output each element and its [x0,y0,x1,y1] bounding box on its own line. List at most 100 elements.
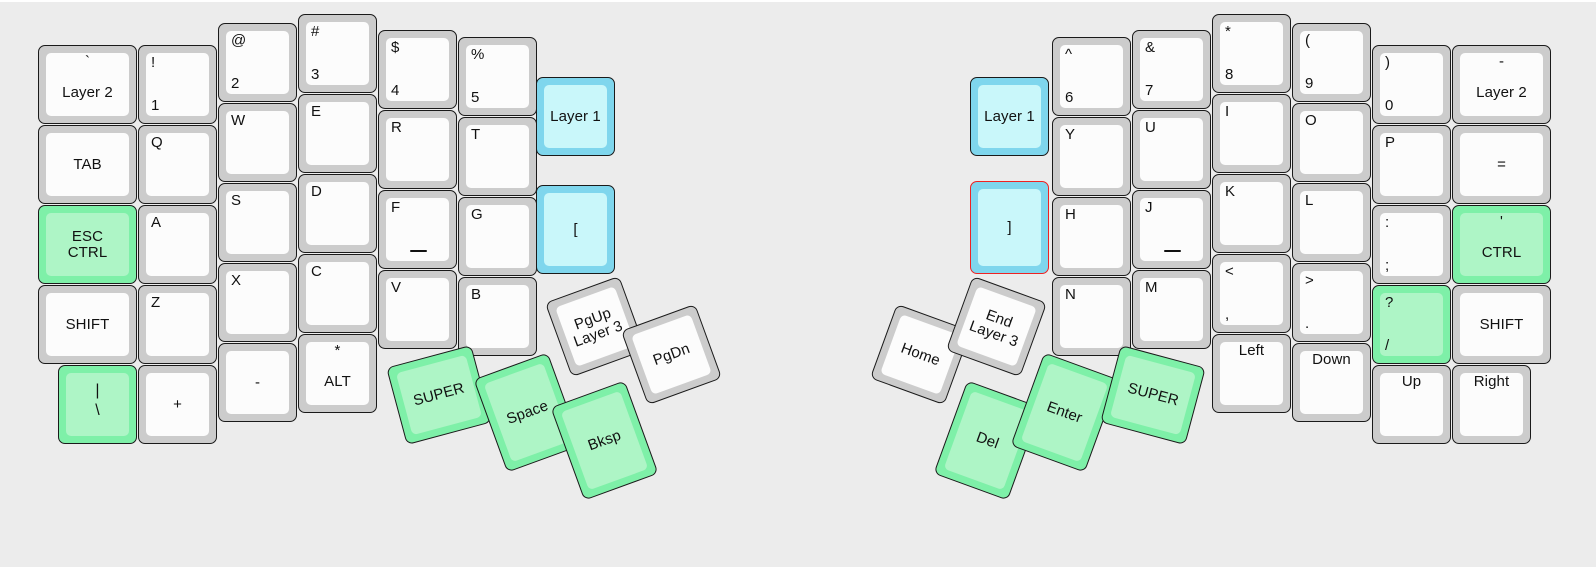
key-n[interactable]: N [1052,277,1131,356]
key-left-bracket[interactable]: [ [536,185,615,274]
key-v[interactable]: V [378,270,457,349]
key-s[interactable]: S [218,183,297,262]
key-0[interactable]: ) 0 [1372,45,1451,124]
key-arrow-right[interactable]: Right [1452,365,1531,444]
key-super-left[interactable]: SUPER [386,344,492,446]
legend-y: Y [1065,126,1076,143]
legend-asterisk: * [1225,23,1231,40]
key-i[interactable]: I [1212,94,1291,173]
keycap: @ 2 [226,31,289,94]
key-layer1-right[interactable]: Layer 1 [970,77,1049,156]
legend-k: K [1225,183,1236,200]
key-5[interactable]: % 5 [458,37,537,116]
key-2[interactable]: @ 2 [218,23,297,102]
legend-s: S [231,192,242,209]
key-x[interactable]: X [218,263,297,342]
legend-shift: SHIFT [65,315,110,333]
key-3[interactable]: # 3 [298,14,377,93]
key-arrow-down[interactable]: Down [1292,343,1371,422]
key-t[interactable]: T [458,117,537,196]
key-y[interactable]: Y [1052,117,1131,196]
legend-comma: , [1225,306,1230,324]
keycap: K [1220,182,1283,245]
keycap: R [386,118,449,181]
key-minus[interactable]: - [218,343,297,422]
top-edge-strip [0,0,1596,2]
key-layer2-right[interactable]: - Layer 2 [1452,45,1551,124]
key-h[interactable]: H [1052,197,1131,276]
legend-pipe-backslash: |\ [66,381,129,421]
key-arrow-left[interactable]: Left [1212,334,1291,413]
key-quote-ctrl[interactable]: ' CTRL [1452,205,1551,284]
legend-asterisk: * [334,342,341,359]
legend-enter: Enter [1044,397,1085,427]
legend-j: J [1145,199,1153,216]
keycap: $ 4 [386,38,449,101]
key-9[interactable]: ( 9 [1292,23,1371,102]
keycap: < , [1220,262,1283,325]
key-pgdn[interactable]: PgDn [620,303,723,406]
key-shift-right[interactable]: SHIFT [1452,285,1551,364]
key-arrow-up[interactable]: Up [1372,365,1451,444]
key-u[interactable]: U [1132,110,1211,189]
key-plus[interactable]: + [138,365,217,444]
key-layer2-left[interactable]: ` Layer 2 [38,45,137,124]
key-7[interactable]: & 7 [1132,30,1211,109]
key-right-bracket[interactable]: ] [970,181,1049,274]
key-8[interactable]: * 8 [1212,14,1291,93]
key-f[interactable]: F [378,190,457,269]
key-j[interactable]: J [1132,190,1211,269]
legend-0: 0 [1385,97,1394,115]
key-k[interactable]: K [1212,174,1291,253]
key-bksp[interactable]: Bksp [550,380,659,501]
key-a[interactable]: A [138,205,217,284]
key-end-layer3[interactable]: End Layer 3 [945,275,1048,378]
keycap: Layer 1 [978,85,1041,148]
key-q[interactable]: Q [138,125,217,204]
keycap: Z [146,293,209,356]
key-p[interactable]: P [1372,125,1451,204]
keycap: + [146,373,209,436]
legend-w: W [231,112,246,129]
key-r[interactable]: R [378,110,457,189]
key-c[interactable]: C [298,254,377,333]
key-b[interactable]: B [458,277,537,356]
key-d[interactable]: D [298,174,377,253]
key-6[interactable]: ^ 6 [1052,37,1131,116]
legend-layer2: Layer 2 [62,83,113,101]
legend-right: Right [1473,373,1510,390]
key-layer1-left[interactable]: Layer 1 [536,77,615,156]
key-slash[interactable]: ? / [1372,285,1451,364]
legend-shift: SHIFT [1479,315,1524,333]
legend-l: L [1305,192,1314,209]
key-comma[interactable]: < , [1212,254,1291,333]
key-4[interactable]: $ 4 [378,30,457,109]
key-esc-ctrl[interactable]: ESC CTRL [38,205,137,284]
key-e[interactable]: E [298,94,377,173]
keycap: M [1140,278,1203,341]
legend-ampersand: & [1145,39,1156,56]
keycap: SHIFT [46,293,129,356]
key-w[interactable]: W [218,103,297,182]
key-tab[interactable]: TAB [38,125,137,204]
keycap: & 7 [1140,38,1203,101]
keycap: End Layer 3 [956,286,1037,367]
key-o[interactable]: O [1292,103,1371,182]
key-1[interactable]: ! 1 [138,45,217,124]
key-equals[interactable]: = [1452,125,1551,204]
key-z[interactable]: Z [138,285,217,364]
key-m[interactable]: M [1132,270,1211,349]
legend-end-layer3: End Layer 3 [956,286,1037,367]
key-semicolon[interactable]: : ; [1372,205,1451,284]
key-g[interactable]: G [458,197,537,276]
key-alt[interactable]: * ALT [298,334,377,413]
key-super-right[interactable]: SUPER [1100,344,1206,446]
key-shift-left[interactable]: SHIFT [38,285,137,364]
legend-exclamation: ! [151,54,156,71]
key-l[interactable]: L [1292,183,1371,262]
legend-bksp: Bksp [585,426,624,454]
keycap: Bksp [560,390,649,491]
key-period[interactable]: > . [1292,263,1371,342]
key-pipe-backslash[interactable]: |\ [58,365,137,444]
